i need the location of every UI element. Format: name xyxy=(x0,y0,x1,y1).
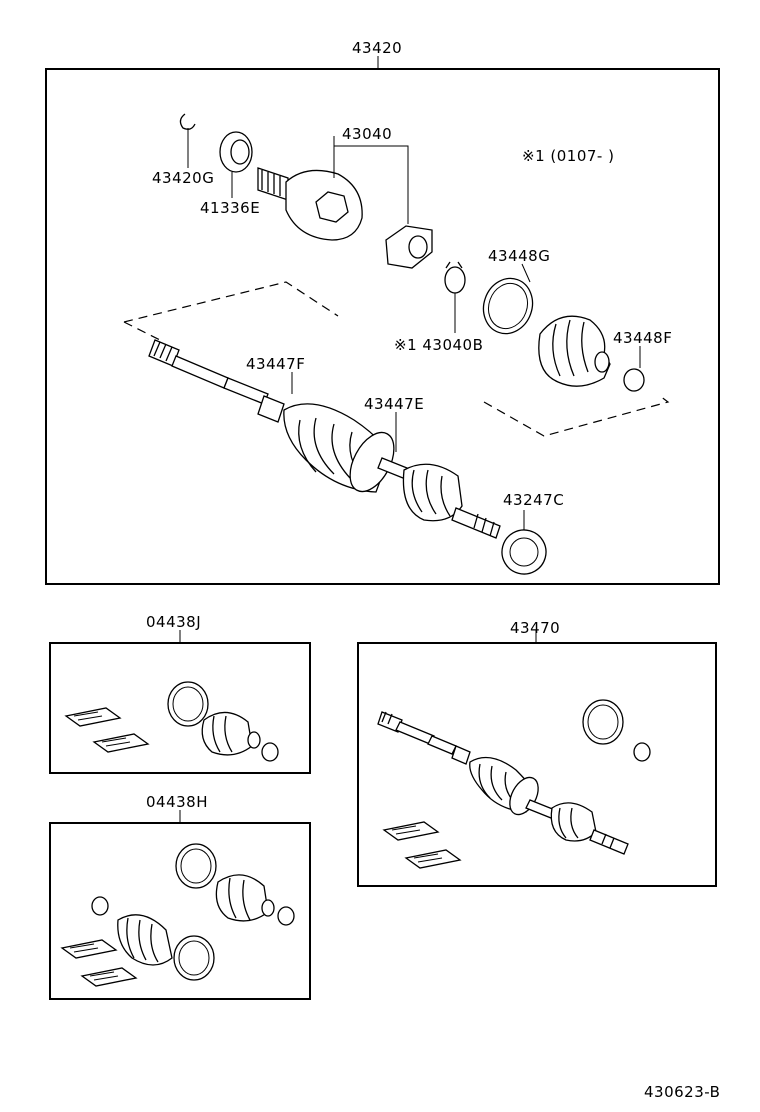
label-04438J: 04438J xyxy=(146,613,201,631)
dust-seal-part[interactable] xyxy=(219,131,253,198)
figure-code: 430623-B xyxy=(644,1083,720,1101)
kit-04438H-group: 04438H xyxy=(49,793,311,1000)
kit-04438J-parts[interactable] xyxy=(64,681,279,762)
deflector-part[interactable] xyxy=(497,510,551,579)
label-43447F: 43447F xyxy=(246,355,305,373)
inner-boot-part[interactable] xyxy=(538,315,645,392)
label-43247C: 43247C xyxy=(503,491,564,509)
snap-ring-part[interactable] xyxy=(179,113,196,168)
kit-04438H-parts[interactable] xyxy=(60,843,295,987)
label-04438H: 04438H xyxy=(146,793,208,811)
note-range: ※1 (0107- ) xyxy=(522,147,614,165)
label-43420G: 43420G xyxy=(152,169,214,187)
circlip-part[interactable] xyxy=(444,261,466,333)
large-clamp-part[interactable] xyxy=(476,263,540,341)
sub-assembly-parts[interactable] xyxy=(377,699,651,869)
main-assembly-frame xyxy=(45,68,720,585)
label-43420: 43420 xyxy=(352,39,402,57)
label-41336E: 41336E xyxy=(200,199,260,217)
main-assembly-group: 43420 43420G 41336E 43040 ※1 (0107- ) xyxy=(45,39,720,585)
label-43448F: 43448F xyxy=(613,329,672,347)
label-43040B: ※1 43040B xyxy=(394,336,483,354)
label-43448G: 43448G xyxy=(488,247,550,265)
kit-04438J-group: 04438J xyxy=(49,613,311,774)
label-43447E: 43447E xyxy=(364,395,424,413)
inner-joint-part[interactable] xyxy=(257,136,433,269)
label-43040: 43040 xyxy=(342,125,392,143)
drive-shaft-part[interactable] xyxy=(148,339,501,539)
sub-assembly-group: 43470 xyxy=(357,619,717,887)
label-43470: 43470 xyxy=(510,619,560,637)
sub-assembly-frame xyxy=(357,642,717,887)
